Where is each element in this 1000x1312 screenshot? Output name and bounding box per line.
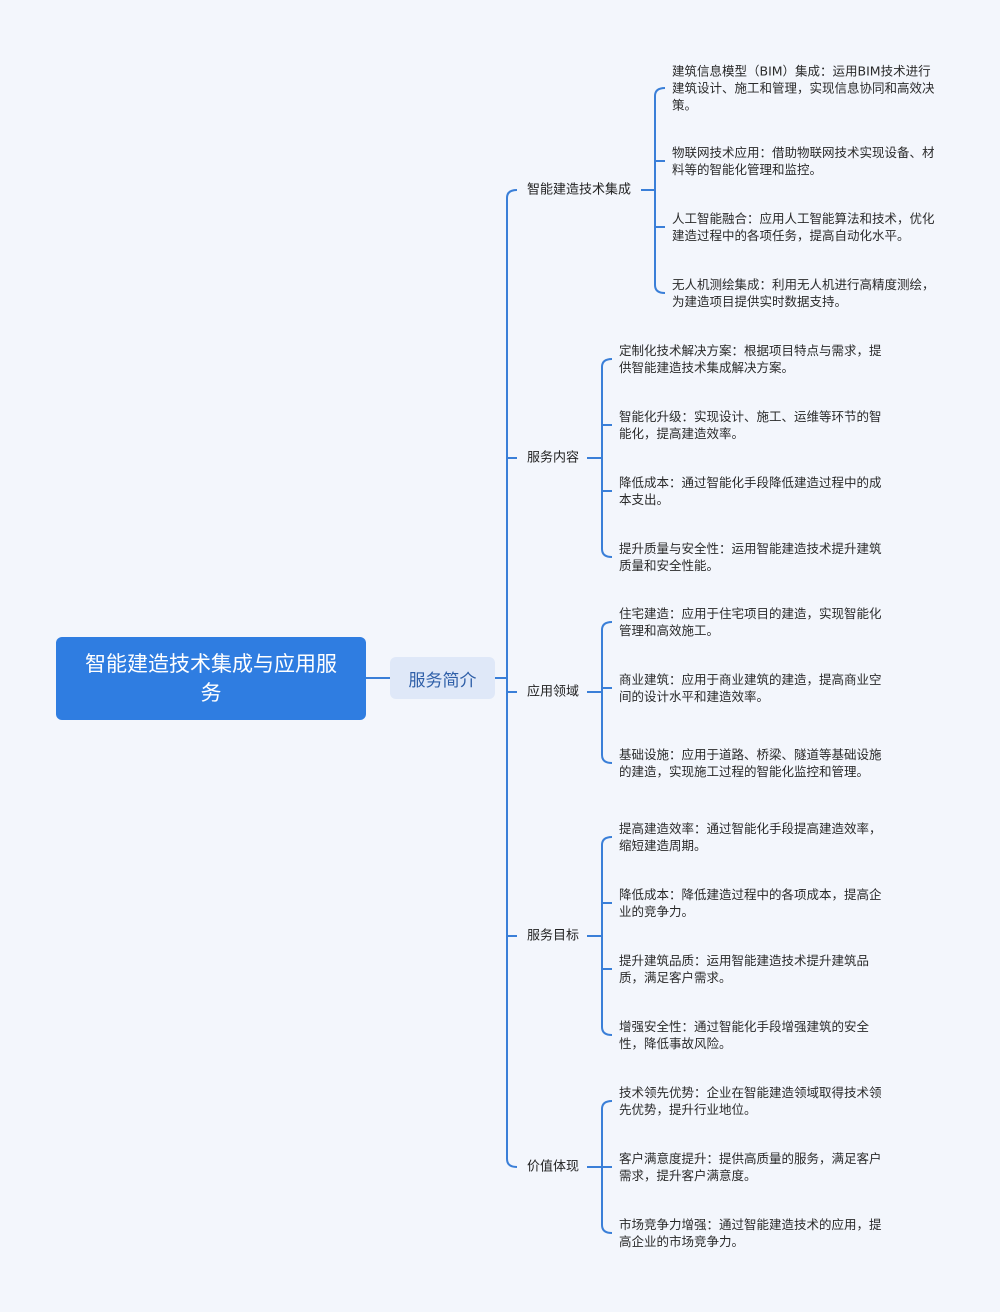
connector: [654, 87, 666, 294]
connector: [506, 189, 518, 1168]
branch-node[interactable]: 价值体现: [527, 1159, 580, 1175]
branch-node[interactable]: 智能建造技术集成: [527, 182, 632, 198]
branch-node[interactable]: 服务目标: [527, 928, 580, 944]
leaf-node[interactable]: 提高建造效率：通过智能化手段提高建造效率，缩短建造周期。: [619, 821, 882, 853]
leaf-node[interactable]: 降低成本：通过智能化手段降低建造过程中的成本支出。: [619, 475, 882, 507]
leaf-node[interactable]: 市场竞争力增强：通过智能建造技术的应用，提高企业的市场竞争力。: [619, 1217, 882, 1249]
root-label: 智能建造技术集成与应用服务: [85, 651, 337, 705]
leaf-node[interactable]: 客户满意度提升：提供高质量的服务，满足客户需求，提升客户满意度。: [619, 1151, 882, 1183]
leaf-node[interactable]: 技术领先优势：企业在智能建造领域取得技术领先优势，提升行业地位。: [619, 1085, 882, 1117]
leaf-node[interactable]: 提升质量与安全性：运用智能建造技术提升建筑质量和安全性能。: [619, 541, 882, 573]
leaf-node[interactable]: 商业建筑：应用于商业建筑的建造，提高商业空间的设计水平和建造效率。: [619, 672, 882, 704]
leaf-node[interactable]: 定制化技术解决方案：根据项目特点与需求，提供智能建造技术集成解决方案。: [619, 343, 882, 375]
sub-node-service-intro[interactable]: 服务简介: [390, 657, 495, 699]
connector: [601, 836, 613, 1036]
leaf-node[interactable]: 无人机测绘集成：利用无人机进行高精度测绘，为建造项目提供实时数据支持。: [672, 277, 935, 309]
leaf-node[interactable]: 智能化升级：实现设计、施工、运维等环节的智能化，提高建造效率。: [619, 409, 882, 441]
connector: [601, 621, 613, 764]
leaf-node[interactable]: 基础设施：应用于道路、桥梁、隧道等基础设施的建造，实现施工过程的智能化监控和管理…: [619, 747, 882, 779]
leaf-node[interactable]: 物联网技术应用：借助物联网技术实现设备、材料等的智能化管理和监控。: [672, 145, 935, 177]
sub-label: 服务简介: [408, 670, 477, 691]
connector: [601, 358, 613, 558]
leaf-node[interactable]: 住宅建造：应用于住宅项目的建造，实现智能化管理和高效施工。: [619, 606, 882, 638]
branch-node[interactable]: 服务内容: [527, 450, 580, 466]
root-node[interactable]: 智能建造技术集成与应用服务: [56, 637, 366, 720]
branch-node[interactable]: 应用领域: [527, 684, 580, 700]
leaf-node[interactable]: 增强安全性：通过智能化手段增强建筑的安全性，降低事故风险。: [619, 1019, 870, 1051]
leaf-node[interactable]: 人工智能融合：应用人工智能算法和技术，优化建造过程中的各项任务，提高自动化水平。: [672, 211, 935, 243]
leaf-node[interactable]: 提升建筑品质：运用智能建造技术提升建筑品质，满足客户需求。: [619, 953, 870, 985]
leaf-node[interactable]: 降低成本：降低建造过程中的各项成本，提高企业的竞争力。: [619, 887, 882, 919]
leaf-node[interactable]: 建筑信息模型（BIM）集成：运用BIM技术进行建筑设计、施工和管理，实现信息协同…: [672, 63, 935, 113]
